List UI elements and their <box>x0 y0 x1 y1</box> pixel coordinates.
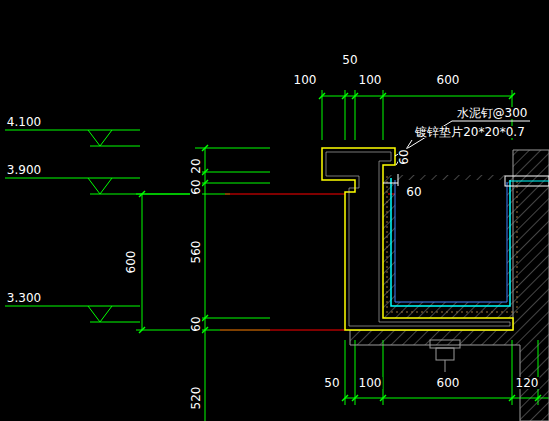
dimension-text: 60 <box>190 178 202 195</box>
dimension-text: 60 <box>190 315 202 332</box>
dimension-text: 100 <box>293 74 318 86</box>
dimension-text: 60 <box>398 148 410 165</box>
dimension-text: 50 <box>341 54 358 66</box>
level-text: 4.100 <box>6 116 42 128</box>
dimension-text: 100 <box>358 74 383 86</box>
level-text: 3.900 <box>6 164 42 176</box>
level-text: 3.300 <box>6 292 42 304</box>
dimension-text: 520 <box>190 386 202 411</box>
note-text: 镀锌垫片20*20*0.7 <box>414 126 526 138</box>
dimension-text: 60 <box>405 186 422 198</box>
dimension-text: 50 <box>323 377 340 389</box>
note-text: 水泥钉@300 <box>456 107 529 119</box>
dimension-text: 600 <box>436 74 461 86</box>
dimension-text: 600 <box>436 377 461 389</box>
dimension-text: 560 <box>190 240 202 265</box>
dimension-text: 120 <box>515 377 540 389</box>
dimension-text: 100 <box>358 377 383 389</box>
dimension-text: 20 <box>190 157 202 174</box>
dimension-text: 600 <box>125 250 137 275</box>
